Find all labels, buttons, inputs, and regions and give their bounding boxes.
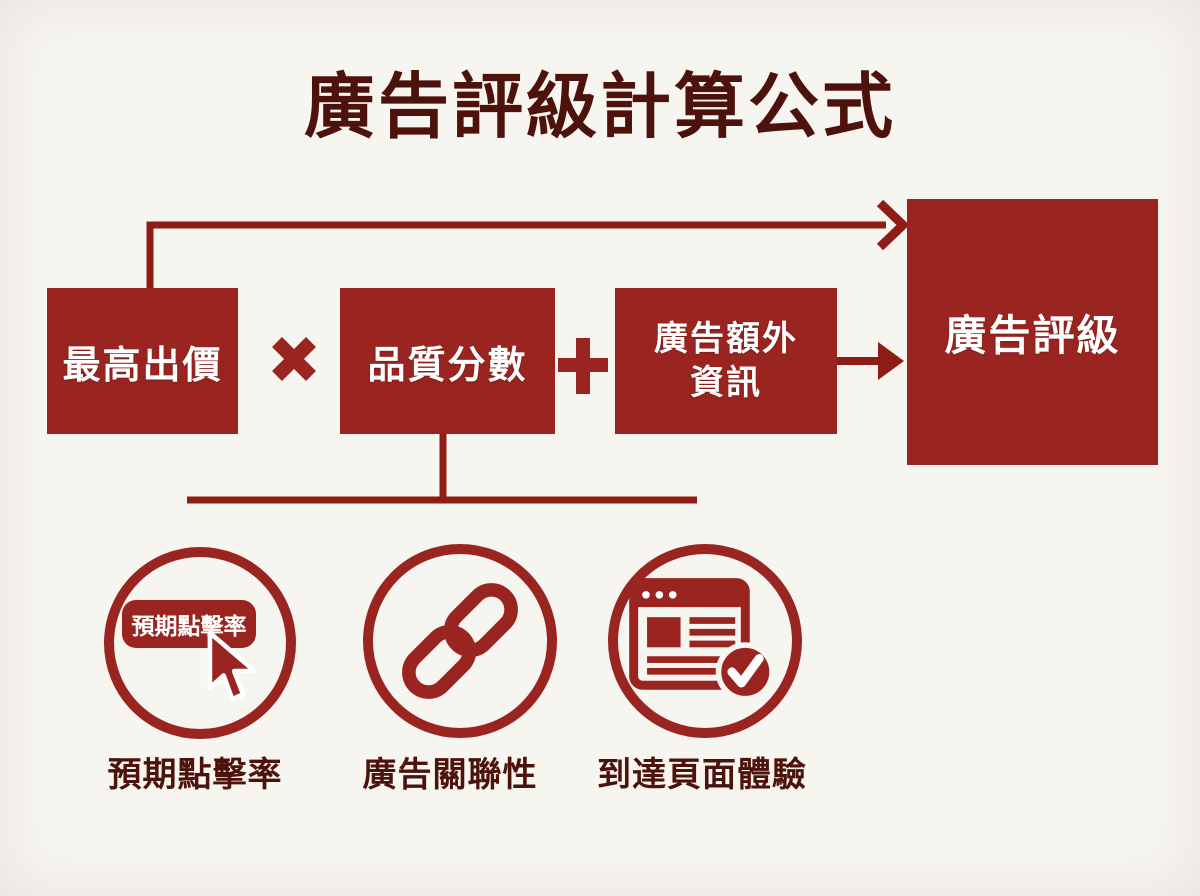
ctr-button-label: 預期點擊率	[131, 613, 247, 639]
multiply-icon	[272, 337, 316, 381]
expected-ctr-circle	[104, 547, 296, 739]
formula-box-ad-extensions: 廣告額外 資訊	[615, 288, 837, 434]
webpage-check-icon	[629, 578, 775, 702]
expected-ctr-label: 預期點擊率	[107, 756, 283, 794]
max-bid-label: 最高出價	[62, 344, 223, 387]
ad-relevance-circle	[363, 544, 557, 738]
landing-page-circle	[608, 544, 802, 738]
formula-box-quality-score: 品質分數	[340, 288, 555, 434]
formula-box-max-bid: 最高出價	[47, 288, 238, 434]
formula-box-ad-rank: 廣告評級	[907, 199, 1158, 465]
landing-page-label: 到達頁面體驗	[597, 756, 807, 794]
extensions-arrow-head	[878, 342, 904, 380]
quality-score-label: 品質分數	[367, 344, 528, 387]
top-arrow-head	[876, 199, 910, 251]
page-title: 廣告評級計算公式	[303, 68, 896, 147]
ad-rank-label: 廣告評級	[944, 311, 1121, 359]
ad-extensions-line2: 資訊	[690, 364, 762, 402]
top-arrow-line	[146, 221, 886, 289]
ctr-button: 預期點擊率	[122, 600, 256, 648]
ad-relevance-label: 廣告關聯性	[362, 756, 538, 794]
plus-icon	[558, 338, 608, 394]
chain-link-icon	[402, 583, 518, 699]
cursor-icon	[207, 630, 257, 702]
ad-extensions-line1: 廣告額外	[654, 319, 798, 358]
